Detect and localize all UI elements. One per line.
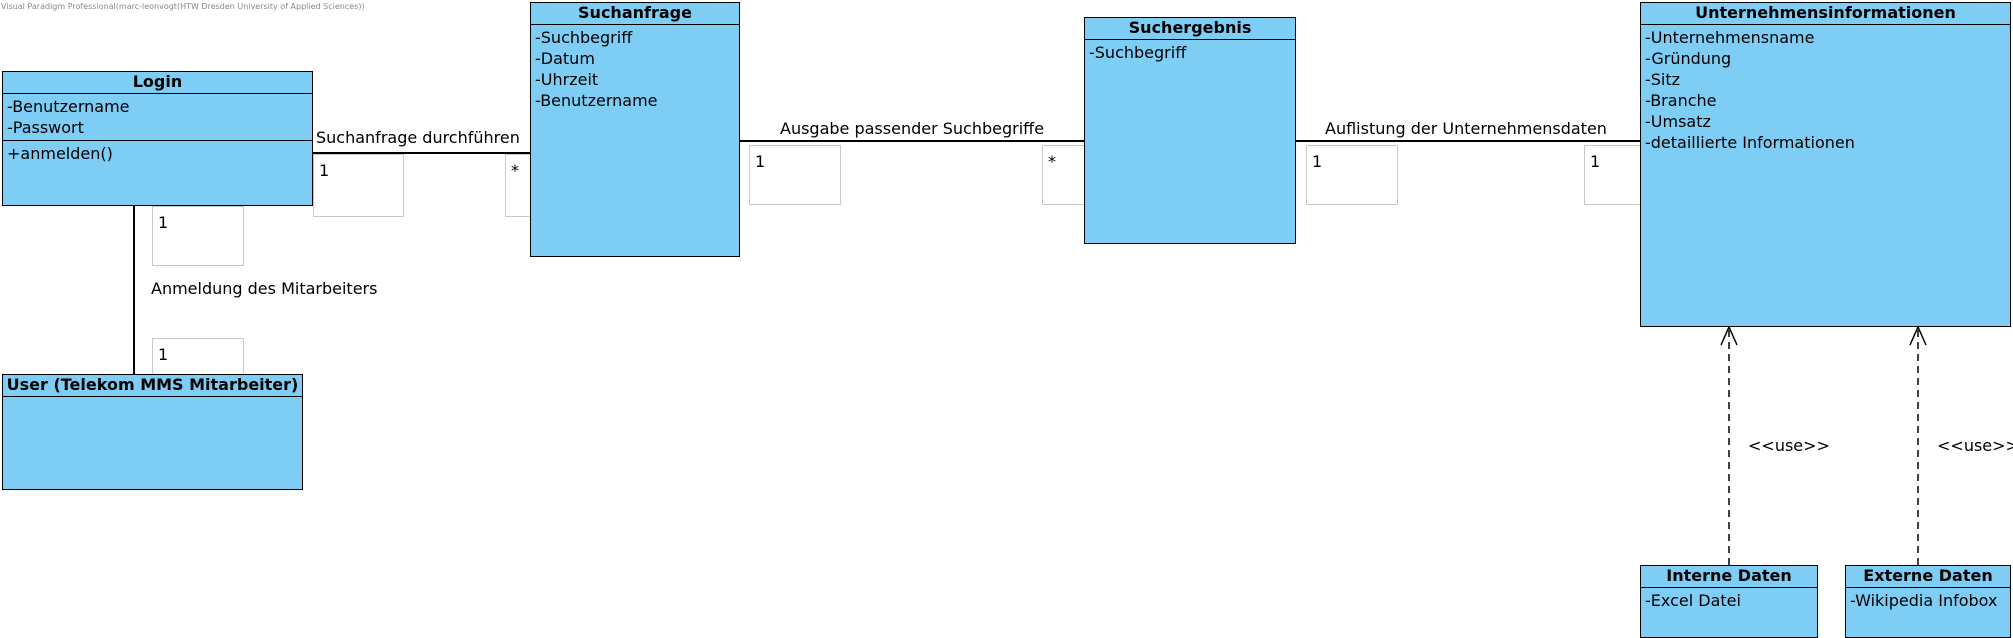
- attribute: -Sitz: [1645, 70, 1681, 89]
- attribute: -Gründung: [1645, 49, 1732, 68]
- class-interne-daten-name: Interne Daten: [1641, 566, 1817, 588]
- watermark: Visual Paradigm Professional(marc-leonvo…: [1, 2, 365, 11]
- dependency-arrowhead-interne: [1720, 325, 1738, 346]
- class-user[interactable]: User (Telekom MMS Mitarbeiter): [2, 374, 303, 490]
- class-unternehmensinformationen-attributes: -Unternehmensname -Gründung -Sitz -Branc…: [1641, 25, 2010, 155]
- class-externe-daten-name: Externe Daten: [1846, 566, 2010, 588]
- class-suchanfrage-attributes: -Suchbegriff -Datum -Uhrzeit -Benutzerna…: [531, 25, 739, 113]
- attribute: -Suchbegriff: [535, 28, 633, 47]
- label-login-user: Anmeldung des Mitarbeiters: [151, 279, 378, 298]
- label-use-interne: <<use>>: [1748, 436, 1830, 455]
- class-suchanfrage[interactable]: Suchanfrage -Suchbegriff -Datum -Uhrzeit…: [530, 2, 740, 257]
- mult-login-user-source: 1: [152, 206, 244, 266]
- class-login-operations: +anmelden(): [3, 140, 312, 166]
- class-externe-daten[interactable]: Externe Daten -Wikipedia Infobox: [1845, 565, 2011, 638]
- attribute: -Passwort: [7, 118, 84, 137]
- class-login[interactable]: Login -Benutzername -Passwort +anmelden(…: [2, 71, 313, 206]
- class-interne-daten[interactable]: Interne Daten -Excel Datei: [1640, 565, 1818, 638]
- class-externe-daten-attributes: -Wikipedia Infobox: [1846, 588, 2010, 613]
- attribute: -Suchbegriff: [1089, 43, 1187, 62]
- dependency-arrowhead-externe: [1909, 325, 1927, 346]
- class-unternehmensinformationen[interactable]: Unternehmensinformationen -Unternehmensn…: [1640, 2, 2011, 327]
- attribute: -Benutzername: [535, 91, 658, 110]
- class-suchergebnis-attributes: -Suchbegriff: [1085, 40, 1295, 65]
- class-user-name: User (Telekom MMS Mitarbeiter): [3, 375, 302, 397]
- class-suchergebnis[interactable]: Suchergebnis -Suchbegriff: [1084, 17, 1296, 244]
- class-suchanfrage-name: Suchanfrage: [531, 3, 739, 25]
- mult-login-suchanfrage-source: 1: [313, 154, 404, 217]
- label-suchanfrage-suchergebnis: Ausgabe passender Suchbegriffe: [780, 119, 1045, 138]
- attribute: -Unternehmensname: [1645, 28, 1815, 47]
- class-login-name: Login: [3, 72, 312, 94]
- class-interne-daten-attributes: -Excel Datei: [1641, 588, 1817, 613]
- class-suchergebnis-name: Suchergebnis: [1085, 18, 1295, 40]
- attribute: -Uhrzeit: [535, 70, 599, 89]
- mult-suchanfrage-suchergebnis-source: 1: [749, 145, 841, 205]
- label-login-suchanfrage: Suchanfrage durchführen: [316, 128, 520, 147]
- attribute: -detaillierte Informationen: [1645, 133, 1855, 152]
- attribute: -Wikipedia Infobox: [1850, 591, 1998, 610]
- label-use-externe: <<use>>: [1937, 436, 2013, 455]
- attribute: -Benutzername: [7, 97, 130, 116]
- mult-suchergebnis-unternehmen-source: 1: [1306, 145, 1398, 205]
- attribute: -Datum: [535, 49, 595, 68]
- label-suchergebnis-unternehmen: Auflistung der Unternehmensdaten: [1325, 119, 1607, 138]
- class-login-attributes: -Benutzername -Passwort: [3, 94, 312, 140]
- class-unternehmensinformationen-name: Unternehmensinformationen: [1641, 3, 2010, 25]
- attribute: -Excel Datei: [1645, 591, 1741, 610]
- attribute: -Umsatz: [1645, 112, 1711, 131]
- operation: +anmelden(): [7, 144, 113, 163]
- attribute: -Branche: [1645, 91, 1717, 110]
